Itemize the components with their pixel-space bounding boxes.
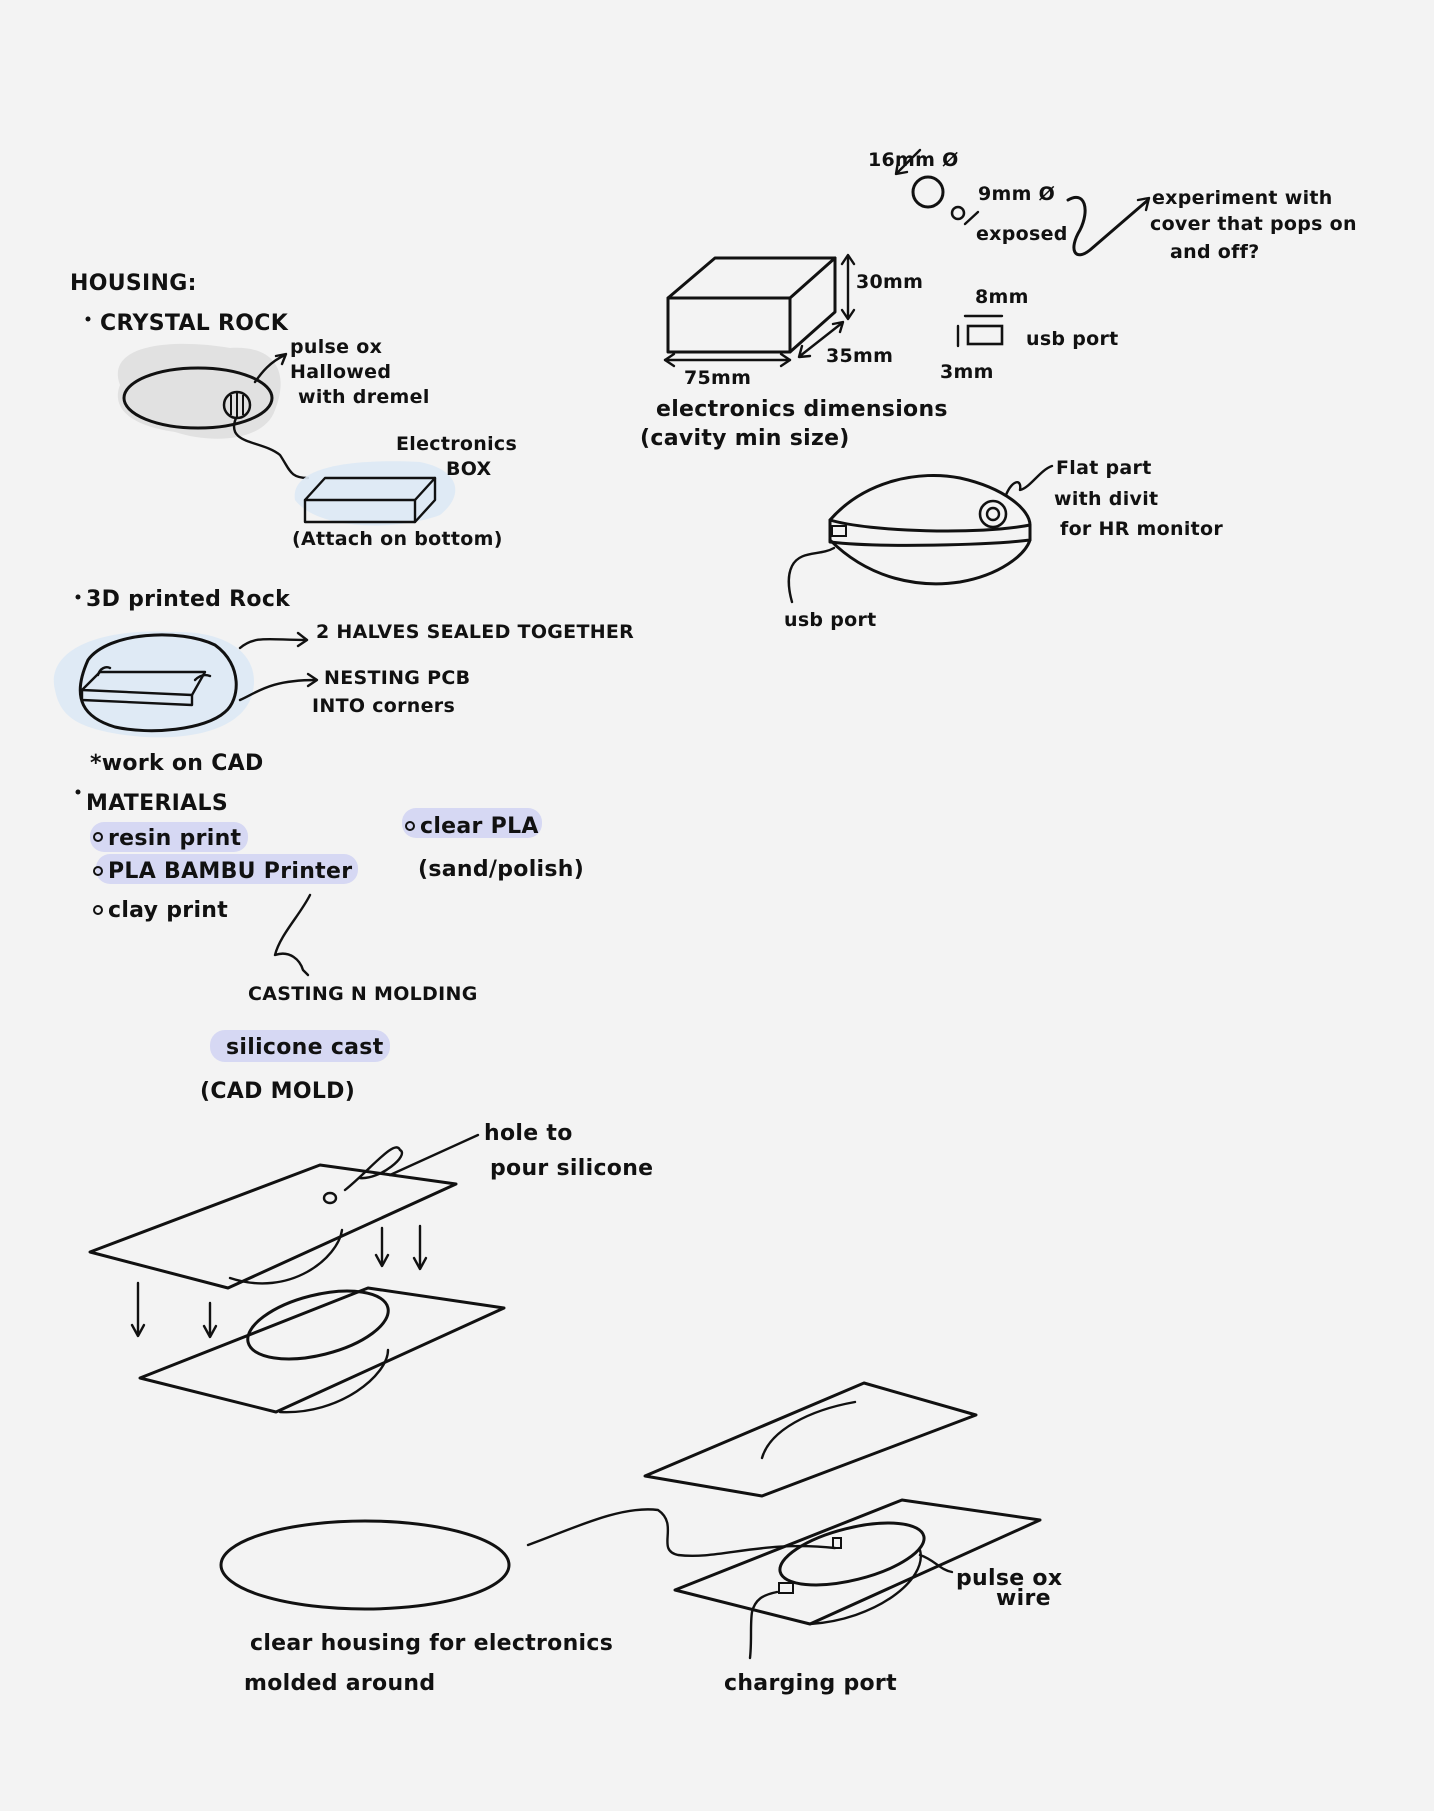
assembly-top-plate [643,1381,978,1498]
rock-top-curve [828,473,1032,527]
flat-part-label-2: with divit [1054,488,1158,510]
depth-dimension-line [798,321,844,358]
electronics-box-highlight [294,461,456,526]
material-clear-pla: clear PLA [420,814,539,839]
hr-divit-inner [985,506,1001,522]
electronics-box [303,476,437,502]
dimensions-caption-2: (cavity min size) [640,426,850,451]
pulse-ox-label-3: with dremel [298,386,430,408]
clear-pla-note: (sand/polish) [418,857,584,882]
material-clay: clay print [108,898,228,923]
cad-note: *work on CAD [90,751,264,776]
sensor-exposed-circle [950,205,966,221]
depth-label: 35mm [826,345,893,367]
experiment-label-1: experiment with [1152,187,1333,209]
attach-note: (Attach on bottom) [292,528,503,550]
usb-port-rect [966,324,1004,346]
pcb-note-1: NESTING PCB [324,667,470,689]
pulse-ox-wire-label-1: pulse ox [956,1566,1062,1591]
rock-usb-pointer [787,546,836,604]
rock-flat-band [828,518,1032,547]
halves-pointer [238,637,308,650]
width-label: 75mm [684,367,751,389]
pla-highlight [96,854,358,884]
printed-rock-title: 3D printed Rock [86,587,291,612]
sensor-wire [232,416,310,480]
nested-pcb [80,670,207,697]
rock-usb-port [831,525,847,537]
clear-pla-highlight [402,808,542,838]
sensor-outer-label: 16mm Ø [868,149,959,171]
casting-label: CASTING N MOLDING [248,983,478,1005]
pcb-note-2: INTO corners [312,695,455,717]
mold-pour-hole [322,1191,338,1205]
dimensions-caption-1: electronics dimensions [656,397,948,422]
silicone-highlight [210,1030,390,1062]
sensor-outer-circle [911,175,945,209]
sensor-exposed-label-1: 9mm Ø [978,183,1055,205]
materials-title: MATERIALS [86,791,228,816]
mold-top-cavity [228,1228,344,1285]
mold-bottom-plate [138,1286,506,1414]
crystal-rock-label: CRYSTAL ROCK [100,311,289,336]
material-resin: resin print [108,826,242,851]
mold-hole-pointer [343,1146,404,1192]
casting-pointer [273,893,312,977]
pulse-ox-label-2: Hallowed [290,361,391,383]
pulse-ox-pointer [253,353,287,384]
clear-housing-ellipse [219,1519,511,1611]
bullet-dot [85,316,91,322]
mold-top-plate [88,1163,458,1290]
halves-note: 2 HALVES SEALED TOGETHER [316,621,634,643]
clear-housing-label-1: clear housing for electronics [250,1631,613,1656]
charging-port-pointer [748,1590,779,1660]
material-pla-bambu: PLA BAMBU Printer [108,859,352,884]
usb-height-label: 3mm [940,361,994,383]
assembly-charging-port [778,1582,794,1594]
pulse-ox-label-1: pulse ox [290,336,382,358]
mold-bottom-cavity [246,1289,390,1361]
silicone-label: silicone cast [226,1035,384,1060]
electronics-box-diagram [666,256,837,354]
clear-housing-label-2: molded around [244,1671,435,1696]
electronics-label-2: BOX [446,458,492,480]
hole-label-1: hole to [484,1121,573,1146]
assembly-lower-curve [808,1548,922,1626]
printed-rock-outline [78,633,238,733]
assembly-cavity [778,1521,926,1587]
assembly-connector [526,1508,837,1557]
hr-divit-outer [978,499,1008,529]
cad-mold-label: (CAD MOLD) [200,1079,355,1104]
printed-rock-highlight [53,631,255,738]
pulse-ox-wire-label-2: wire [996,1586,1051,1611]
housing-title: HOUSING: [70,271,197,296]
rock-bottom-curve [828,538,1032,586]
hole-label-2: pour silicone [490,1156,653,1181]
electronics-label-1: Electronics [396,433,517,455]
pulse-ox-wire-pointer [918,1553,954,1574]
flat-part-label-3: for HR monitor [1060,518,1223,540]
assembly-pulse-ox [832,1537,842,1549]
flat-part-label-1: Flat part [1056,457,1152,479]
experiment-pointer [1066,196,1150,257]
crystal-rock-outline [122,366,274,430]
assembly-bottom-plate [673,1498,1042,1626]
pcb-pointer [238,678,318,702]
sensor-outer-dimension [896,148,922,174]
rock-usb-label: usb port [784,609,877,631]
sensor-exposed-label-2: exposed [976,223,1068,245]
flat-part-pointer [1004,464,1054,497]
resin-highlight [90,822,248,852]
charging-port-label: charging port [724,1671,897,1696]
rock-shadow [117,343,281,439]
experiment-label-2: cover that pops on [1150,213,1357,235]
usb-width-label: 8mm [975,286,1029,308]
height-label: 30mm [856,271,923,293]
experiment-label-3: and off? [1170,241,1260,263]
usb-port-label: usb port [1026,328,1119,350]
assembly-top-cavity [760,1400,857,1460]
